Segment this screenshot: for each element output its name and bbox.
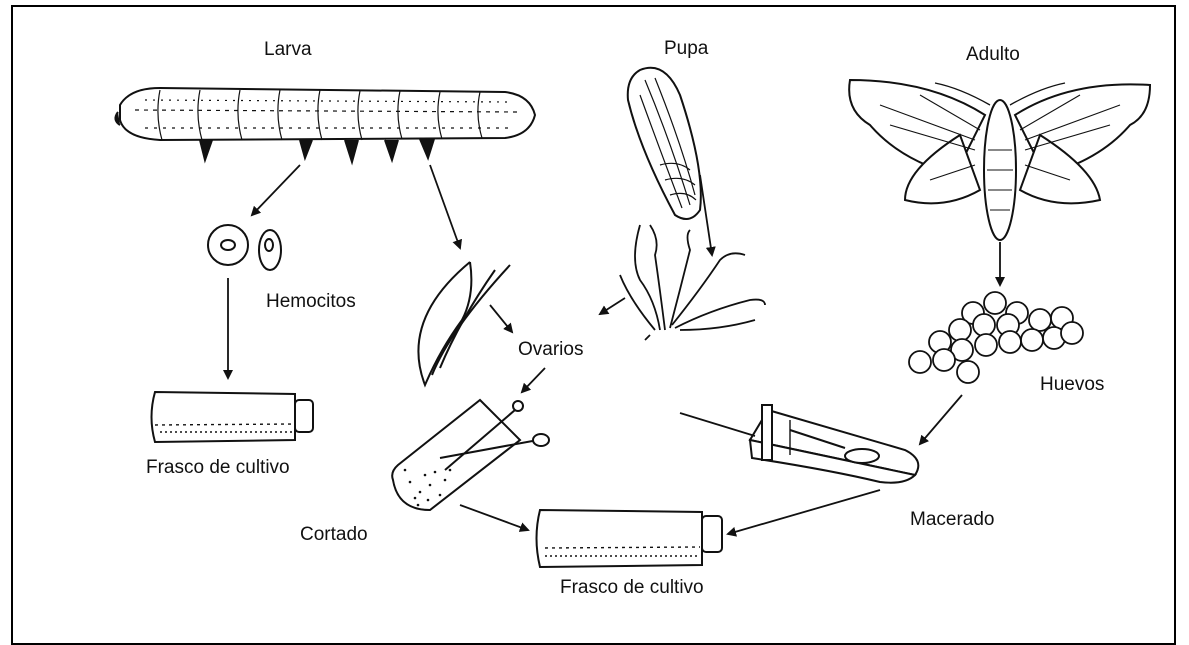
pupa-illustration bbox=[628, 68, 701, 219]
arrow-ovarios-cortado bbox=[522, 368, 545, 392]
cut-tube-illustration bbox=[392, 400, 549, 510]
arrow-cortado-frasco bbox=[460, 505, 528, 530]
culture-flask-bottom-illustration bbox=[537, 510, 723, 567]
label-huevos: Huevos bbox=[1040, 375, 1104, 394]
label-frasco-left: Frasco de cultivo bbox=[146, 458, 290, 477]
label-cortado: Cortado bbox=[300, 525, 368, 544]
line-macerado-handle bbox=[680, 413, 755, 436]
label-adulto: Adulto bbox=[966, 45, 1020, 64]
culture-flask-left-illustration bbox=[152, 392, 314, 442]
label-larva: Larva bbox=[264, 40, 312, 59]
arrow-larva-ovaries-to-label bbox=[490, 305, 512, 332]
arrow-larva-ovarios bbox=[430, 165, 460, 248]
larva-illustration bbox=[115, 88, 535, 162]
label-pupa: Pupa bbox=[664, 39, 708, 58]
arrow-huevos-macerado bbox=[920, 395, 962, 444]
arrow-pupa-ovaries-to-label bbox=[600, 298, 625, 314]
label-frasco-bottom: Frasco de cultivo bbox=[560, 578, 704, 597]
label-macerado: Macerado bbox=[910, 510, 995, 529]
adult-moth-illustration bbox=[849, 80, 1150, 240]
arrow-pupa-ovaries bbox=[700, 175, 712, 255]
pupa-ovaries-illustration bbox=[620, 225, 765, 340]
hemocytes-illustration bbox=[208, 225, 281, 270]
larva-ovaries-illustration bbox=[418, 262, 510, 385]
label-hemocitos: Hemocitos bbox=[266, 292, 356, 311]
diagram: Larva Pupa Adulto Hemocitos Ovarios Huev… bbox=[0, 0, 1189, 617]
diagram-canvas bbox=[0, 0, 1189, 617]
arrow-larva-hemocitos bbox=[252, 165, 300, 215]
label-ovarios: Ovarios bbox=[518, 340, 583, 359]
macerate-tube-illustration bbox=[750, 405, 918, 483]
eggs-illustration bbox=[909, 292, 1083, 383]
arrow-macerado-frasco bbox=[728, 490, 880, 534]
